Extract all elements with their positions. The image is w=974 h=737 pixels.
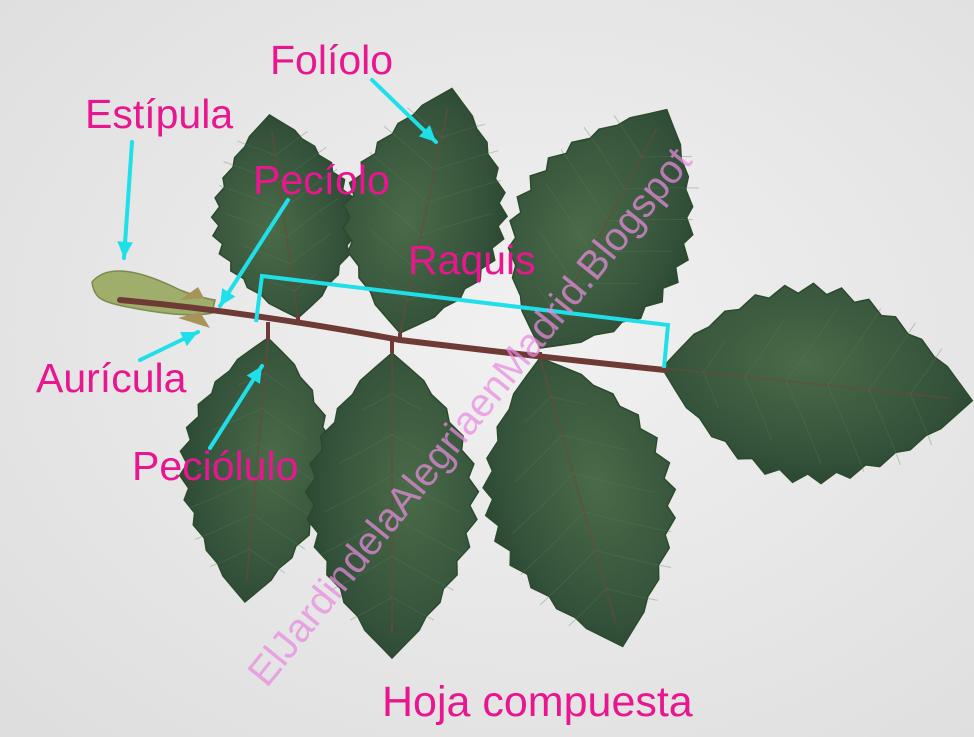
label-peciolo: Pecíolo <box>253 160 390 201</box>
label-auricula: Aurícula <box>36 358 186 399</box>
label-estipula: Estípula <box>85 94 233 135</box>
caption-title: Hoja compuesta <box>382 681 693 724</box>
label-peciolulo: Peciólulo <box>132 446 298 487</box>
label-foliolo: Folíolo <box>270 40 393 81</box>
label-raquis: Raquis <box>408 240 536 281</box>
